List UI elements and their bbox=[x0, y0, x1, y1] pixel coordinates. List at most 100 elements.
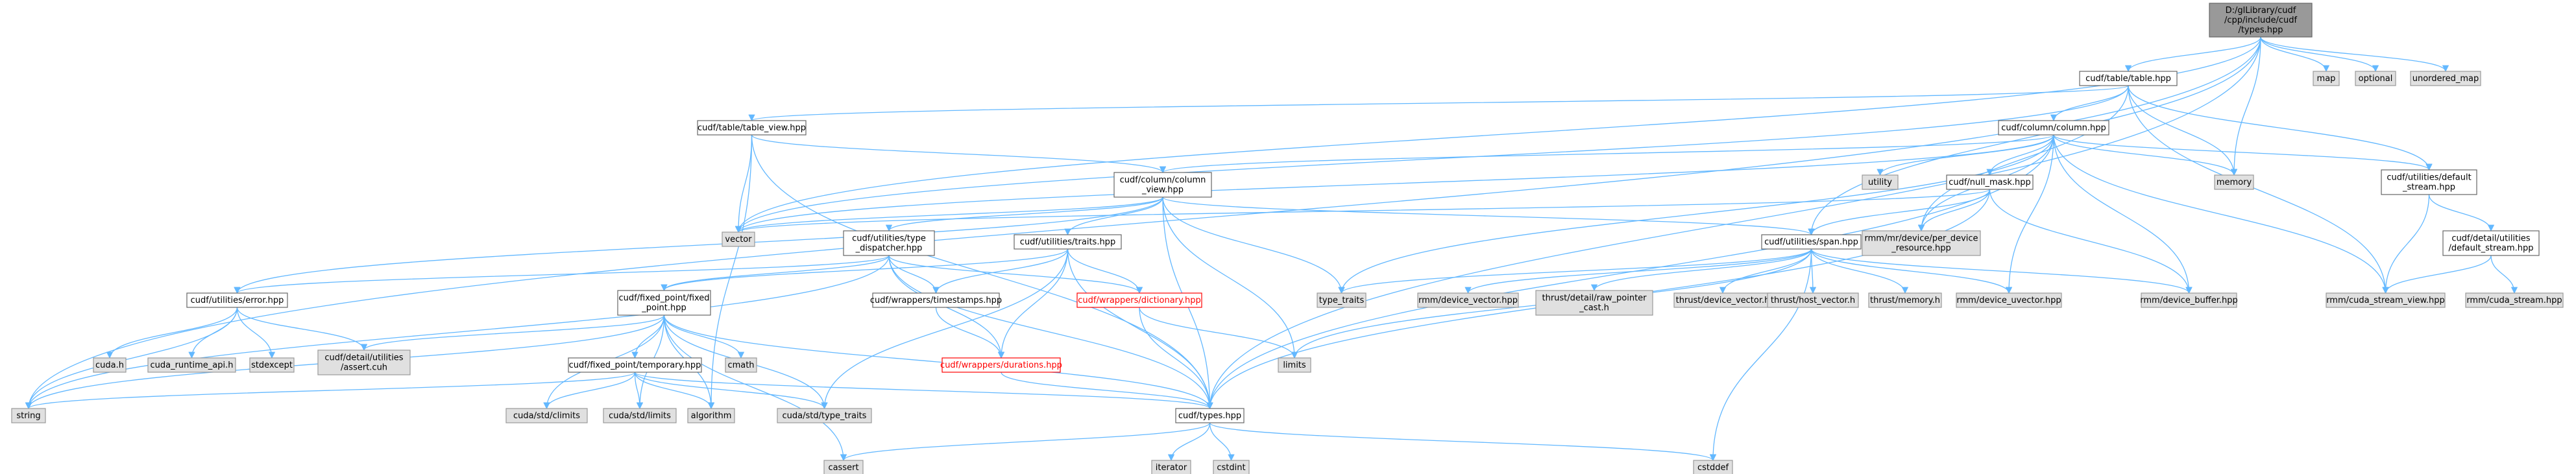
node-cmath[interactable]: cmath bbox=[725, 357, 757, 373]
node-types-hpp[interactable]: cudf/types.hpp bbox=[1175, 408, 1245, 423]
node-label: cudf/utilities/type bbox=[852, 234, 926, 244]
node-label: string bbox=[16, 411, 40, 421]
node-cstddef[interactable]: cstddef bbox=[1693, 460, 1733, 474]
node-type-dispatcher[interactable]: cudf/utilities/type_dispatcher.hpp bbox=[843, 230, 935, 256]
node-iterator[interactable]: iterator bbox=[1151, 460, 1191, 474]
edge-null_mask-to-device_buffer bbox=[1989, 189, 2193, 294]
node-label: rmm/mr/device/per_device bbox=[1864, 234, 1978, 244]
edge-fixed_point-to-assert_cuh bbox=[360, 314, 665, 351]
edge-root-to-map bbox=[2260, 36, 2330, 73]
node-label: rmm/cuda_stream_view.hpp bbox=[2326, 296, 2445, 305]
node-box bbox=[1317, 292, 1367, 308]
edge-table_hpp-to-cuda_stream_view bbox=[2128, 85, 2389, 294]
edge-root-to-span bbox=[1808, 36, 2261, 236]
node-root[interactable]: D:/glLibrary/cudf/cpp/include/cudf/types… bbox=[2209, 3, 2313, 38]
node-device-uvector[interactable]: rmm/device_uvector.hpp bbox=[1956, 292, 2062, 308]
edge-span-to-cstddef bbox=[1709, 248, 1812, 462]
node-thrust-pointer-cast[interactable]: thrust/detail/raw_pointer_cast.h bbox=[1535, 290, 1653, 316]
node-cstdint[interactable]: cstdint bbox=[1213, 460, 1250, 474]
edge-table_hpp-to-default_stream bbox=[2128, 85, 2433, 171]
edge-root-to-optional bbox=[2260, 36, 2379, 73]
node-span[interactable]: cudf/utilities/span.hpp bbox=[1761, 234, 1862, 250]
node-cuda-type-traits[interactable]: cuda/std/type_traits bbox=[777, 408, 872, 423]
node-box bbox=[1693, 460, 1733, 474]
node-box bbox=[186, 292, 288, 308]
node-string[interactable]: string bbox=[11, 408, 46, 423]
node-durations[interactable]: cudf/wrappers/durations.hpp bbox=[940, 357, 1062, 373]
node-per-device[interactable]: rmm/mr/device/per_device_resource.hpp bbox=[1862, 230, 1981, 256]
node-label: cassert bbox=[828, 463, 858, 473]
node-label: cstddef bbox=[1697, 463, 1729, 473]
node-cuda-stream-view[interactable]: rmm/cuda_stream_view.hpp bbox=[2326, 292, 2446, 308]
node-map[interactable]: map bbox=[2313, 71, 2340, 86]
edge-traits-to-dictionary bbox=[1067, 248, 1143, 294]
node-label: _stream.hpp bbox=[2402, 183, 2455, 193]
node-column-hpp[interactable]: cudf/column/column.hpp bbox=[1998, 120, 2109, 136]
node-fp-temporary[interactable]: cudf/fixed_point/temporary.hpp bbox=[568, 357, 702, 373]
node-column-view[interactable]: cudf/column/column_view.hpp bbox=[1113, 172, 1212, 198]
node-cuda-stream[interactable]: rmm/cuda_stream.hpp bbox=[2465, 292, 2564, 308]
node-cuda-climits[interactable]: cuda/std/climits bbox=[505, 408, 588, 423]
node-thrust-memory[interactable]: thrust/memory.h bbox=[1868, 292, 1942, 308]
node-table-hpp[interactable]: cudf/table/table.hpp bbox=[2079, 71, 2178, 86]
edge-type_dispatcher-to-fixed_point bbox=[661, 255, 890, 292]
edge-column_view-to-limits bbox=[1162, 196, 1298, 359]
node-label: D:/glLibrary/cudf bbox=[2226, 6, 2296, 16]
node-unordered-map[interactable]: unordered_map bbox=[2410, 71, 2481, 86]
node-traits[interactable]: cudf/utilities/traits.hpp bbox=[1014, 234, 1122, 250]
edge-types_hpp-to-iterator bbox=[1167, 422, 1211, 462]
node-label: _cast.h bbox=[1579, 303, 1609, 313]
node-box bbox=[1213, 460, 1250, 474]
edge-table_view-to-algorithm bbox=[707, 134, 753, 410]
node-label: stdexcept bbox=[251, 361, 293, 370]
node-fixed-point[interactable]: cudf/fixed_point/fixed_point.hpp bbox=[617, 290, 711, 316]
edge-column_hpp-to-device_uvector bbox=[2005, 134, 2054, 294]
node-label: cudf/table/table_view.hpp bbox=[698, 123, 806, 133]
node-cassert[interactable]: cassert bbox=[823, 460, 864, 474]
node-box bbox=[1535, 290, 1653, 316]
edge-traits-to-fixed_point bbox=[661, 248, 1069, 292]
node-label: _point.hpp bbox=[641, 303, 687, 313]
node-label: iterator bbox=[1156, 463, 1187, 473]
node-table-view[interactable]: cudf/table/table_view.hpp bbox=[697, 120, 807, 136]
node-box bbox=[147, 357, 236, 373]
node-cuda-runtime-api[interactable]: cuda_runtime_api.h bbox=[147, 357, 236, 373]
node-default-stream[interactable]: cudf/utilities/default_stream.hpp bbox=[2381, 169, 2477, 195]
node-cuda-h[interactable]: cuda.h bbox=[93, 357, 127, 373]
node-label: cuda/std/climits bbox=[513, 411, 580, 421]
node-memory[interactable]: memory bbox=[2214, 174, 2254, 190]
node-label: cudf/null_mask.hpp bbox=[1949, 178, 2031, 187]
node-box bbox=[1998, 120, 2109, 136]
node-assert-cuh[interactable]: cudf/detail/utilities/assert.cuh bbox=[317, 350, 411, 375]
node-box bbox=[1946, 174, 2034, 190]
node-limits[interactable]: limits bbox=[1278, 357, 1311, 373]
node-box bbox=[725, 357, 757, 373]
node-cuda-limits[interactable]: cuda/std/limits bbox=[603, 408, 677, 423]
node-thrust-device-vector[interactable]: thrust/device_vector.h bbox=[1673, 292, 1772, 308]
node-thrust-host-vector[interactable]: thrust/host_vector.h bbox=[1767, 292, 1859, 308]
node-stdexcept[interactable]: stdexcept bbox=[249, 357, 295, 373]
edge-fp_temporary-to-cuda_limits bbox=[634, 372, 644, 410]
node-algorithm[interactable]: algorithm bbox=[687, 408, 735, 423]
edge-column_hpp-to-column_view bbox=[1160, 134, 2054, 174]
node-vector[interactable]: vector bbox=[722, 231, 755, 247]
node-type-traits[interactable]: type_traits bbox=[1317, 292, 1367, 308]
node-label: cmath bbox=[727, 361, 754, 370]
node-box bbox=[1862, 230, 1981, 256]
node-box bbox=[1868, 292, 1942, 308]
node-dictionary[interactable]: cudf/wrappers/dictionary.hpp bbox=[1076, 292, 1202, 308]
node-optional[interactable]: optional bbox=[2355, 71, 2396, 86]
edge-error-to-assert_cuh bbox=[236, 307, 368, 351]
node-utility[interactable]: utility bbox=[1862, 174, 1899, 190]
node-box bbox=[1175, 408, 1245, 423]
node-label: /types.hpp bbox=[2238, 25, 2283, 35]
node-detail-default-stream[interactable]: cudf/detail/utilities/default_stream.hpp bbox=[2442, 230, 2540, 256]
node-rmm-device-vector[interactable]: rmm/device_vector.hpp bbox=[1417, 292, 1519, 308]
node-null-mask[interactable]: cudf/null_mask.hpp bbox=[1946, 174, 2034, 190]
node-device-buffer[interactable]: rmm/device_buffer.hpp bbox=[2140, 292, 2238, 308]
node-error[interactable]: cudf/utilities/error.hpp bbox=[186, 292, 288, 308]
node-box bbox=[1076, 292, 1202, 308]
node-timestamps[interactable]: cudf/wrappers/timestamps.hpp bbox=[870, 292, 1002, 308]
node-box bbox=[843, 230, 935, 256]
